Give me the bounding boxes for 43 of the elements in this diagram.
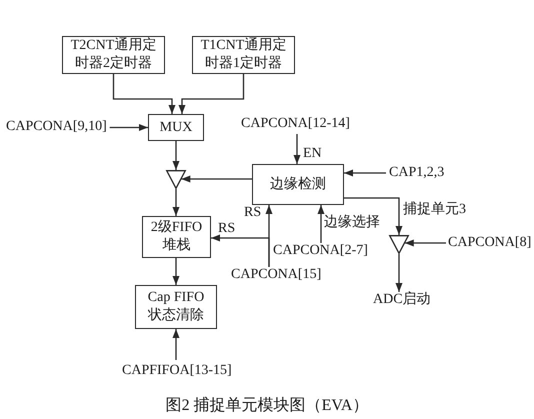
edge-label: 捕捉单元3 — [403, 203, 466, 217]
arrow — [172, 189, 180, 216]
arrow — [404, 240, 446, 246]
timer-box — [62, 36, 165, 74]
mux-box — [148, 114, 204, 141]
arrow — [318, 205, 324, 243]
edge-label: RS — [218, 222, 236, 236]
signal-label: CAPCONA[8] — [448, 235, 532, 251]
status-clear-box — [135, 285, 217, 329]
edge-label: RS — [244, 206, 262, 220]
block-label: T1CNT通用定时器1定时器 — [200, 37, 288, 73]
arrow — [110, 124, 148, 131]
block-label: T2CNT通用定时器2定时器 — [70, 37, 158, 73]
signal-label: CAP1,2,3 — [389, 165, 444, 181]
signal-label: CAPFIFOA[13-15] — [122, 363, 232, 379]
arrow — [181, 176, 252, 182]
signal-label: CAPCONA[9,10] — [6, 119, 107, 135]
arrow — [172, 329, 180, 360]
block-label: Cap FIFO状态清除 — [146, 289, 206, 325]
buffer-triangle — [166, 170, 186, 189]
buffer-triangle — [389, 235, 409, 254]
arrow — [112, 74, 176, 114]
arrow — [294, 134, 300, 164]
figure-caption: 图2 捕捉单元模块图（EVA） — [166, 397, 368, 415]
block-label: 2级FIFO堆栈 — [150, 219, 204, 255]
arrow — [396, 254, 402, 292]
output-label: ADC启动 — [373, 292, 431, 308]
signal-label: CAPCONA[12-14] — [241, 116, 350, 132]
arrow — [172, 258, 180, 285]
edge-label: EN — [303, 147, 322, 161]
signal-label: CAPCONA[2-7] — [273, 243, 368, 259]
arrow — [172, 141, 180, 170]
arrow — [178, 74, 244, 114]
edge-detect-box — [252, 164, 344, 205]
timer-box — [192, 36, 295, 74]
fifo-box — [142, 216, 211, 258]
block-label: 边缘检测 — [270, 176, 326, 194]
signal-label: CAPCONA[15] — [231, 267, 322, 283]
arrow — [344, 170, 386, 176]
edge-label: 边缘选择 — [324, 216, 380, 230]
arrow — [211, 234, 270, 267]
block-label: MUX — [160, 118, 192, 136]
arrow — [344, 197, 402, 235]
